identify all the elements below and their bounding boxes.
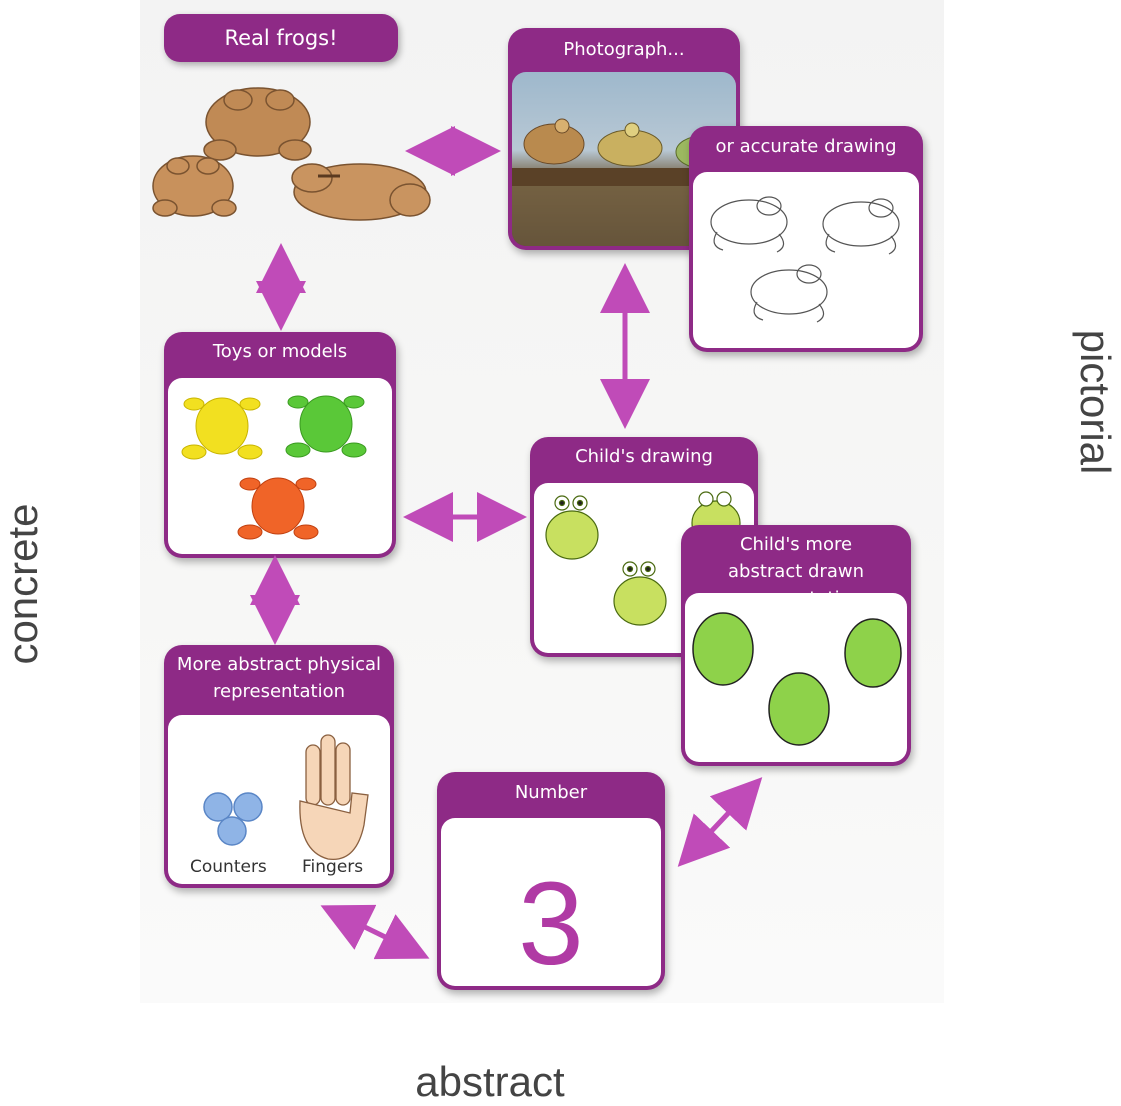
real-frog-photo (203, 87, 312, 161)
more-abstract-physical-title: More abstract physical representation (176, 654, 382, 702)
child-drawn-frog (613, 561, 667, 626)
number-title: Number (514, 782, 588, 803)
green-blob (692, 612, 754, 686)
number-card: Number 3 (437, 772, 665, 990)
sketched-frog (710, 196, 788, 253)
toys-image (168, 378, 392, 554)
accurate-drawing-card: or accurate drawing (689, 126, 923, 352)
green-blob (768, 672, 830, 746)
fingers-image (299, 734, 369, 860)
more-abstract-physical-image: Counters Fingers (168, 715, 390, 884)
yellow-toy-frog (181, 397, 263, 460)
more-abstract-drawn-image (685, 593, 907, 762)
number-body: 3 (441, 818, 661, 990)
more-abstract-physical-card: More abstract physical representation Co… (164, 645, 394, 888)
accurate-drawing-image (693, 172, 919, 348)
green-toy-frog (285, 395, 367, 458)
toys-title: Toys or models (212, 341, 348, 362)
arrow-physical-number (320, 904, 430, 960)
toys-card: Toys or models (164, 332, 396, 558)
fingers-label: Fingers (302, 857, 364, 877)
child-drawn-frog (545, 495, 599, 560)
childs-drawing-title: Child's drawing (575, 446, 713, 467)
arrow-number-abstract-drawn (677, 777, 763, 867)
photo-frog (523, 118, 585, 165)
orange-toy-frog (237, 477, 319, 540)
real-frog-photo (291, 163, 431, 221)
real-frog-photo (152, 155, 237, 217)
sketched-frog (822, 198, 900, 255)
accurate-drawing-title: or accurate drawing (715, 136, 897, 157)
photo-frog (597, 122, 663, 167)
number-three: 3 (518, 858, 584, 990)
counters-image (203, 792, 263, 846)
axis-label-abstract: abstract (415, 1058, 565, 1105)
photograph-title: Photograph... (563, 39, 685, 60)
sketched-frog (750, 264, 828, 323)
more-abstract-drawn-card: Child's more abstract drawn representati… (681, 525, 911, 766)
counters-label: Counters (190, 857, 267, 877)
green-blob (844, 618, 902, 688)
real-frogs-title: Real frogs! (164, 14, 398, 62)
